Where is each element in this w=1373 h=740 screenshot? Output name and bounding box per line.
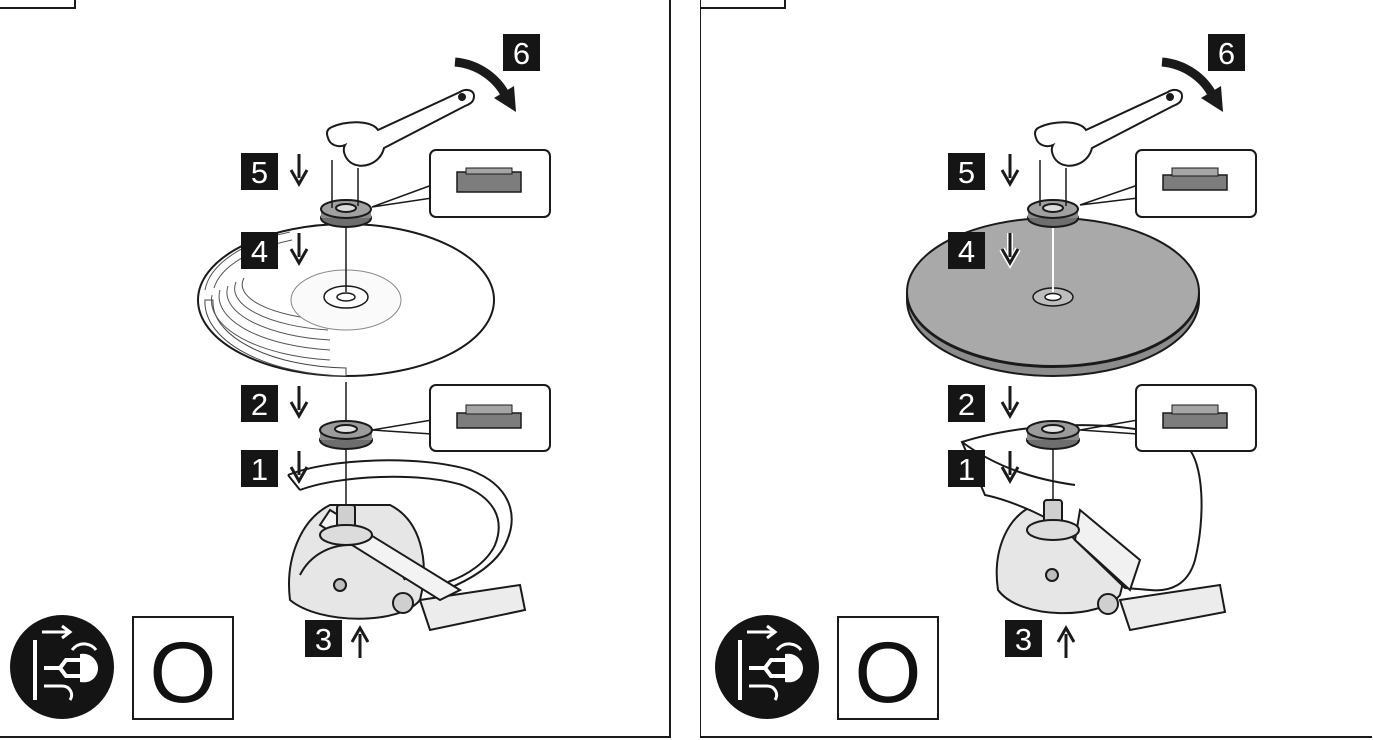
step-label-2: 2 xyxy=(948,385,1020,422)
panel-tab xyxy=(0,0,76,9)
step-label-3: 3 xyxy=(1005,620,1076,658)
step-number: 3 xyxy=(315,622,332,657)
down-arrow-icon xyxy=(289,451,309,485)
inner-flange xyxy=(319,420,373,450)
rotation-arrow xyxy=(1161,57,1223,112)
step-number: 5 xyxy=(958,155,975,190)
spindle xyxy=(1026,499,1080,541)
panel-tab xyxy=(700,0,786,9)
down-arrow-icon xyxy=(1000,154,1020,188)
down-arrow-icon xyxy=(289,154,309,188)
down-arrow-icon xyxy=(1000,233,1020,267)
spindle xyxy=(319,504,373,546)
step-label-2: 2 xyxy=(241,385,309,422)
step-number: 2 xyxy=(958,387,975,422)
step-label-4: 4 xyxy=(948,232,1021,270)
down-arrow-icon xyxy=(1000,386,1020,420)
spanner-wrench xyxy=(325,88,476,167)
step-label-6: 6 xyxy=(503,34,540,71)
step-label-4: 4 xyxy=(241,232,309,269)
step-number: 3 xyxy=(1015,622,1032,657)
step-label-5: 5 xyxy=(948,153,1020,190)
step-label-1: 1 xyxy=(241,450,309,487)
down-arrow-icon xyxy=(289,233,309,267)
step-number: 4 xyxy=(251,234,268,269)
inner-flange xyxy=(1026,420,1080,450)
step-label-6: 6 xyxy=(1208,34,1245,71)
rotation-arrow xyxy=(454,57,516,112)
step-number: 5 xyxy=(251,155,268,190)
step-number: 1 xyxy=(958,452,975,487)
off-switch-symbol: O xyxy=(132,616,234,721)
callout-nut-profile xyxy=(1079,149,1257,218)
unplug-icon xyxy=(715,615,819,719)
panel-frame xyxy=(0,0,671,738)
panel-left: 6 5 4 2 1 3 O xyxy=(0,0,672,738)
symbol-letter: O xyxy=(150,625,217,721)
panel-frame xyxy=(700,0,1372,738)
step-number: 1 xyxy=(251,452,268,487)
step-number: 2 xyxy=(251,387,268,422)
up-arrow-icon xyxy=(1056,624,1076,658)
spanner-wrench xyxy=(1033,88,1184,167)
callout-flange-profile xyxy=(1079,384,1257,452)
callout-flange-profile xyxy=(371,384,551,452)
off-switch-symbol: O xyxy=(837,616,939,721)
step-label-5: 5 xyxy=(241,153,309,190)
step-label-1: 1 xyxy=(948,450,1020,487)
unplug-icon xyxy=(10,615,114,719)
assembly-diagram-left: 6 5 4 2 1 3 O xyxy=(0,0,671,738)
step-number: 6 xyxy=(513,36,530,71)
up-arrow-icon xyxy=(350,624,370,658)
down-arrow-icon xyxy=(289,386,309,420)
panel-right: 6 5 4 2 1 3 O xyxy=(700,0,1373,738)
clamp-nut xyxy=(1027,199,1079,228)
step-label-3: 3 xyxy=(305,620,370,658)
wheel-guard xyxy=(960,424,1203,592)
down-arrow-icon xyxy=(1000,451,1020,485)
assembly-diagram-right: 6 5 4 2 1 3 O xyxy=(700,0,1372,738)
symbol-letter: O xyxy=(855,625,922,721)
step-number: 6 xyxy=(1218,36,1235,71)
clamp-nut xyxy=(320,199,372,228)
step-number: 4 xyxy=(958,234,975,269)
callout-nut-profile xyxy=(371,149,551,218)
